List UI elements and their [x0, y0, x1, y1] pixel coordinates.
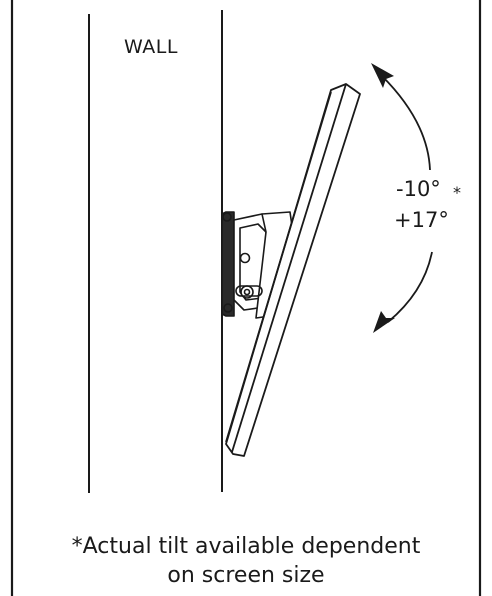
- footnote-line-1: *Actual tilt available dependent: [71, 534, 421, 559]
- bracket-bolt-pivot-inner: [243, 288, 251, 296]
- screen-face-edge: [231, 83, 347, 453]
- mount-bracket: [221, 211, 293, 319]
- footnote-line-2: on screen size: [167, 563, 325, 588]
- tilt-arrowhead-top: [371, 63, 394, 88]
- tilt-asterisk: *: [453, 183, 461, 202]
- footnote: *Actual tilt available dependent on scre…: [0, 532, 492, 590]
- tilt-arrowhead-bottom: [373, 311, 395, 333]
- tilt-arc-upper: [381, 75, 431, 171]
- bracket-slot: [235, 285, 263, 297]
- bracket-knob-top: [222, 212, 232, 222]
- tilt-arc-lower: [387, 251, 433, 323]
- bracket-knob-bottom: [223, 303, 233, 313]
- curved-double-arrow-icon: [371, 63, 433, 333]
- screen-back-edge: [225, 91, 332, 443]
- bracket-bolt-top: [239, 252, 251, 264]
- tilt-up-label: +17°: [394, 208, 449, 232]
- tilt-down-label: -10°: [396, 177, 441, 201]
- wall-label: WALL: [124, 36, 178, 58]
- tilted-screen: [225, 83, 361, 457]
- outer-frame: [10, 0, 482, 596]
- bracket-wall-plate: [221, 211, 235, 317]
